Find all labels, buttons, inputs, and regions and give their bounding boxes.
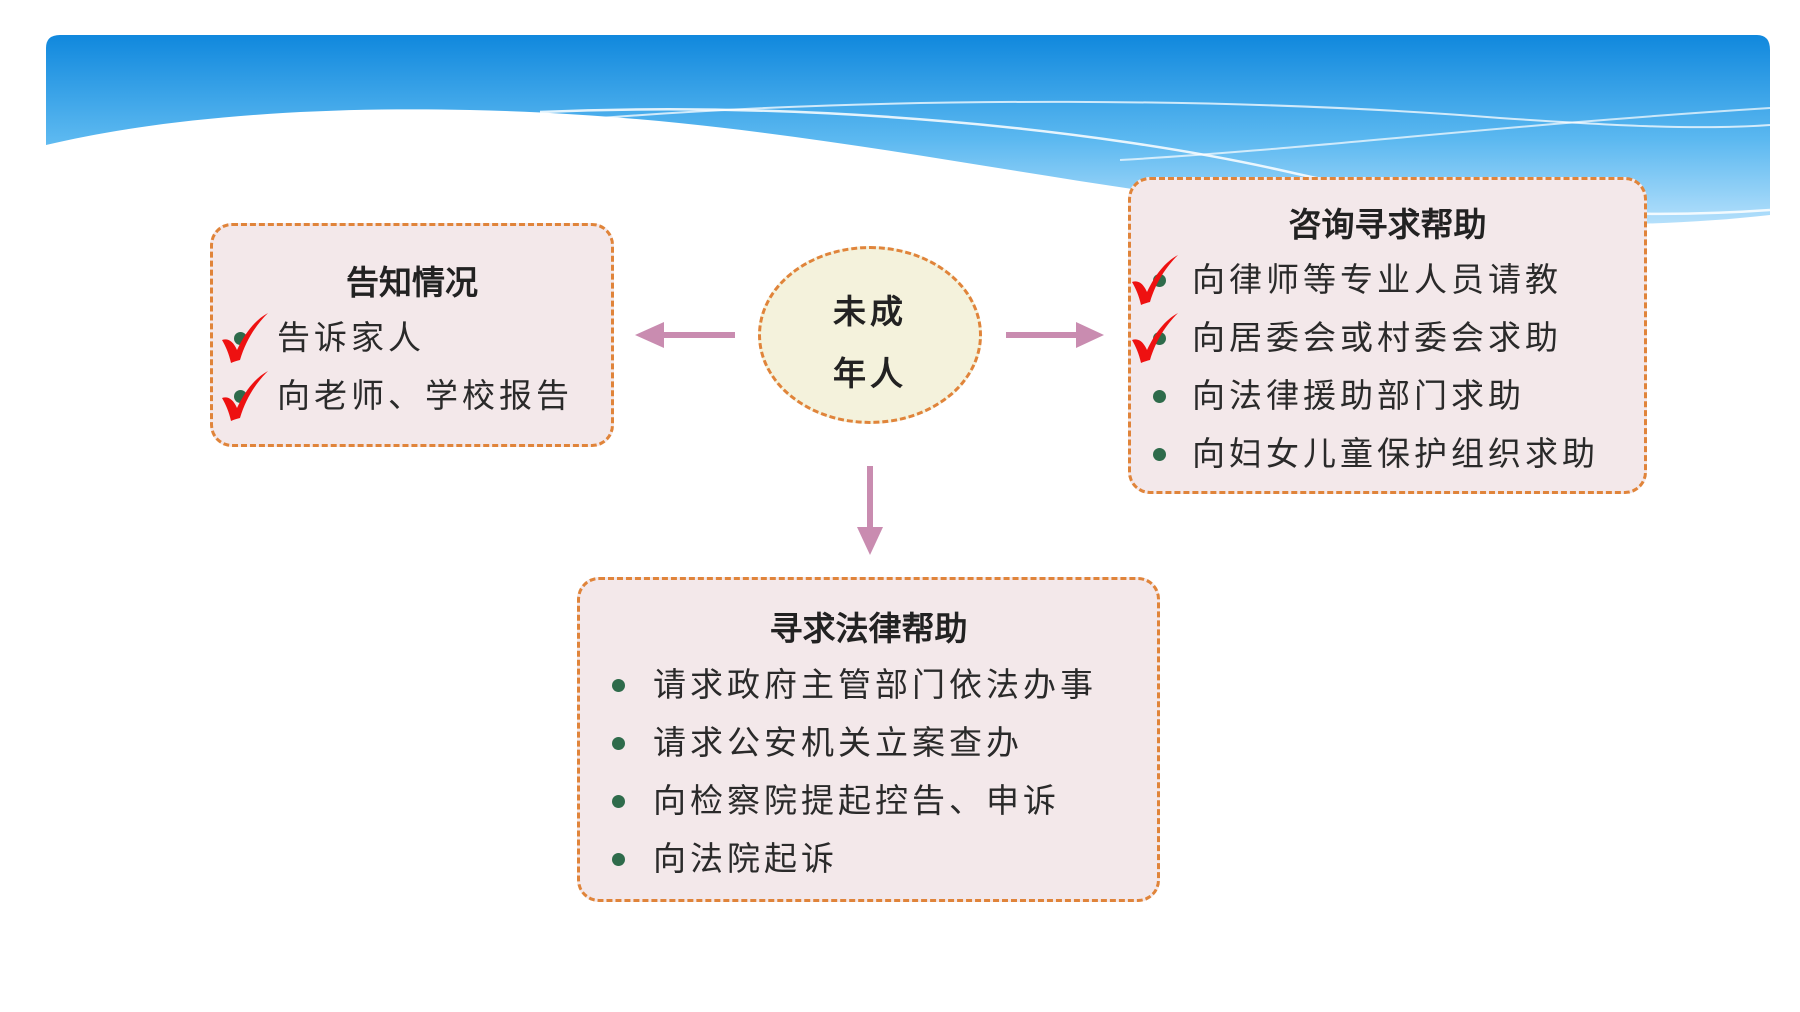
bullet-dot-icon [612, 737, 625, 750]
box-title: 寻求法律帮助 [769, 609, 968, 648]
arrow-down-icon [857, 466, 883, 555]
list-item: 向检察院提起控告、申诉 [577, 772, 1097, 830]
arrow-left-icon [635, 322, 735, 348]
bullet-dot-icon [1153, 448, 1166, 461]
list-item: 告诉家人 [220, 309, 573, 367]
center-line-1: 未成 [833, 292, 907, 331]
bottom-item-list: 请求政府主管部门依法办事 请求公安机关立案查办 向检察院提起控告、申诉 向法院起… [577, 656, 1097, 888]
list-item-text: 向法律援助部门求助 [1192, 376, 1525, 415]
list-item-text: 向法院起诉 [653, 839, 838, 878]
checkmark-icon [222, 371, 268, 421]
list-item-text: 请求政府主管部门依法办事 [653, 665, 1097, 704]
bullet-dot-icon [612, 679, 625, 692]
box-consult-help: 咨询寻求帮助 [1128, 177, 1647, 494]
box-title: 告知情况 [346, 263, 478, 302]
list-item-text: 请求公安机关立案查办 [653, 723, 1023, 762]
list-item-text: 向妇女儿童保护组织求助 [1192, 434, 1599, 473]
center-line-2: 年人 [833, 354, 907, 393]
list-item-text: 向老师、学校报告 [277, 376, 573, 415]
list-item: 向法律援助部门求助 [1128, 367, 1599, 425]
list-item: 请求政府主管部门依法办事 [577, 656, 1097, 714]
arrow-right-icon [1006, 322, 1104, 348]
checkmark-icon [222, 313, 268, 363]
list-item: 向居委会或村委会求助 [1128, 309, 1599, 367]
list-item-text: 向检察院提起控告、申诉 [653, 781, 1060, 820]
list-item: 请求公安机关立案查办 [577, 714, 1097, 772]
list-item-text: 告诉家人 [277, 318, 425, 357]
list-item: 向律师等专业人员请教 [1128, 251, 1599, 309]
bullet-dot-icon [1153, 390, 1166, 403]
list-item-text: 向律师等专业人员请教 [1192, 260, 1562, 299]
center-node-minor: 未成 年人 [758, 246, 982, 424]
box-title: 咨询寻求帮助 [1288, 205, 1487, 244]
checkmark-icon [1132, 255, 1178, 305]
right-item-list: 向律师等专业人员请教 向居委会或村委会求助 向法律援助部门求助 向妇女儿童保护组… [1128, 251, 1599, 483]
box-inform-situation: 告知情况 [210, 223, 614, 447]
checkmark-icon [1132, 313, 1178, 363]
bullet-dot-icon [612, 795, 625, 808]
left-item-list: 告诉家人 向老师、学校报告 [220, 309, 573, 425]
list-item: 向法院起诉 [577, 830, 1097, 888]
box-legal-help: 寻求法律帮助 [577, 577, 1160, 902]
list-item: 向妇女儿童保护组织求助 [1128, 425, 1599, 483]
bullet-dot-icon [612, 853, 625, 866]
list-item: 向老师、学校报告 [220, 367, 573, 425]
list-item-text: 向居委会或村委会求助 [1192, 318, 1562, 357]
